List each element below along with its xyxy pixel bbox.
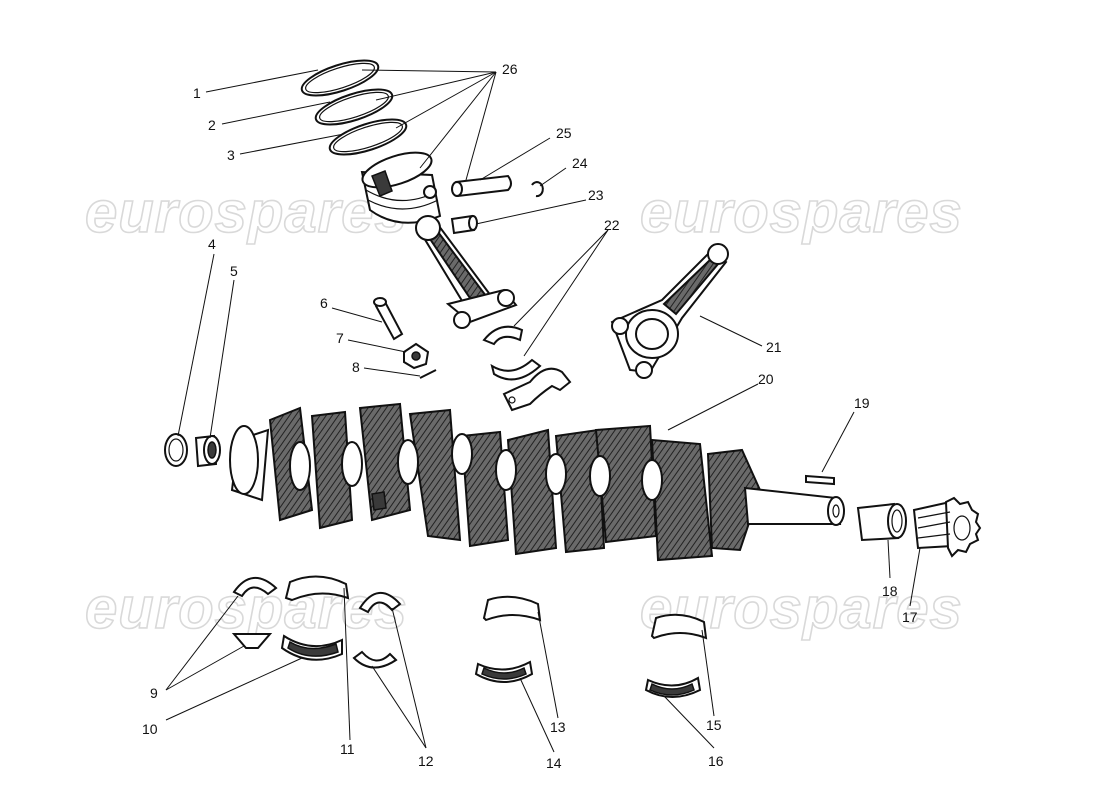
connecting-rod-assembly — [610, 243, 729, 379]
callout-20: 20 — [758, 371, 774, 387]
callout-6: 6 — [320, 295, 328, 311]
callout-25: 25 — [556, 125, 572, 141]
callout-22: 22 — [604, 217, 620, 233]
watermark-group: eurospares eurospares eurospares eurospa… — [84, 179, 963, 642]
piston — [360, 151, 442, 224]
thrust-washers-9 — [231, 577, 278, 649]
leader-lines — [165, 69, 921, 753]
timing-gear — [912, 496, 982, 558]
bearing-shells-15-16 — [644, 613, 708, 698]
callout-16: 16 — [708, 753, 724, 769]
watermark-top-left: eurospares — [85, 180, 408, 245]
crankshaft — [229, 402, 845, 562]
callout-11: 11 — [340, 741, 355, 757]
callout-26: 26 — [502, 61, 518, 77]
callout-2: 2 — [208, 117, 216, 133]
piston-pin-group — [450, 174, 544, 235]
piston-rings — [300, 59, 408, 156]
callout-8: 8 — [352, 359, 360, 375]
callout-5: 5 — [230, 263, 238, 279]
callout-15: 15 — [706, 717, 722, 733]
main-bearing-shells-10-11 — [280, 575, 350, 661]
connecting-rod-upper — [415, 215, 518, 329]
callout-10: 10 — [142, 721, 158, 737]
callout-14: 14 — [546, 755, 562, 771]
callout-12: 12 — [418, 753, 434, 769]
callout-13: 13 — [550, 719, 566, 735]
callout-23: 23 — [588, 187, 604, 203]
callout-7: 7 — [336, 330, 344, 346]
watermark-top-right: eurospares — [640, 180, 963, 245]
callout-labels: 1 2 3 4 5 6 7 8 9 10 11 12 13 14 15 16 1… — [142, 61, 918, 771]
bearing-shells-13-14 — [474, 595, 542, 683]
callout-18: 18 — [882, 583, 898, 599]
callout-19: 19 — [854, 395, 870, 411]
callout-3: 3 — [227, 147, 235, 163]
callout-9: 9 — [150, 685, 158, 701]
big-end-shells — [482, 325, 572, 412]
callout-17: 17 — [902, 609, 918, 625]
woodruff-key — [805, 474, 835, 486]
rod-bolt-group — [373, 297, 437, 379]
callout-1: 1 — [193, 85, 201, 101]
timing-bush — [856, 502, 907, 542]
callout-4: 4 — [208, 236, 216, 252]
thrust-washers-12 — [352, 592, 402, 669]
callout-24: 24 — [572, 155, 588, 171]
front-seal-bearing — [164, 433, 221, 468]
callout-21: 21 — [766, 339, 782, 355]
